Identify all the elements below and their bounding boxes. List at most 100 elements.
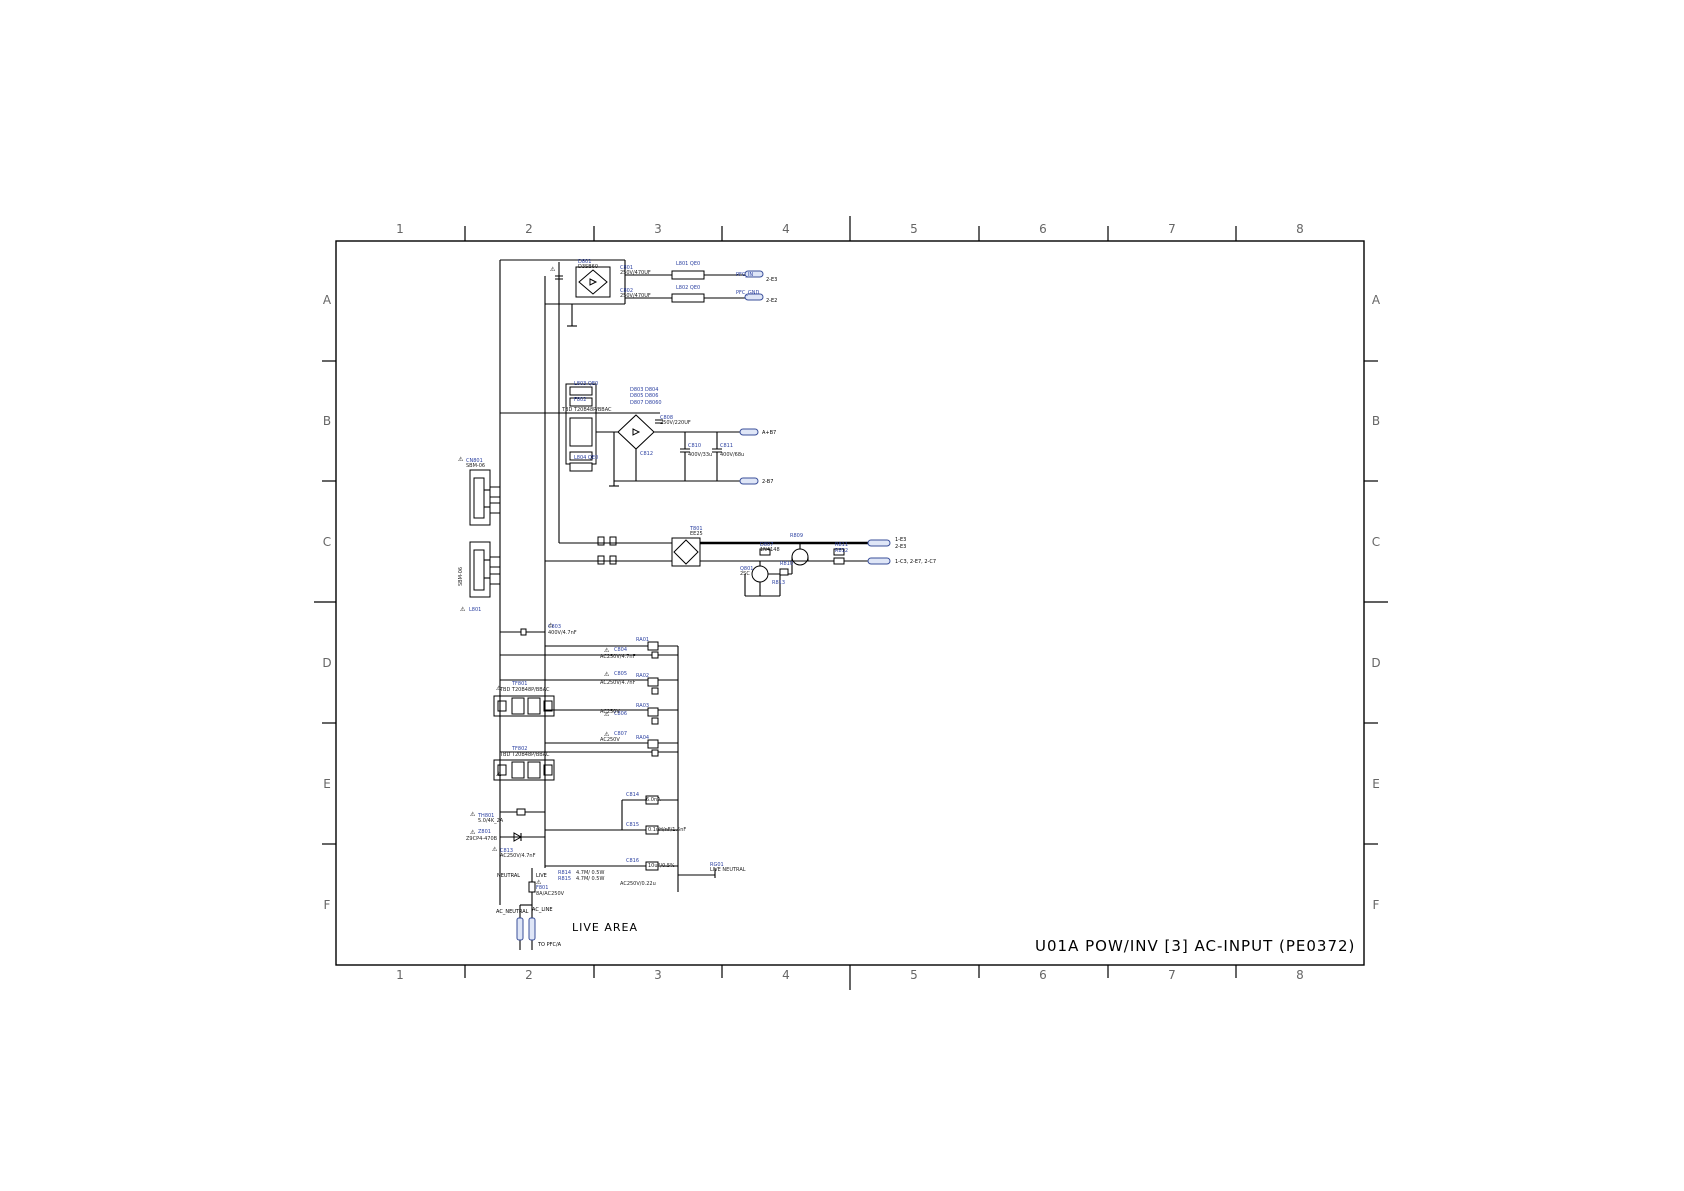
svg-text:RA03: RA03: [636, 703, 649, 709]
warning-icon: ⚠: [496, 685, 502, 692]
svg-text:R811: R811: [835, 542, 848, 548]
svg-text:PFC_IN: PFC_IN: [736, 272, 753, 278]
row-labels-left: A B C D E F: [322, 293, 332, 912]
filter-labels: C803 400V/4.7nF ⚠ C804 AC250V/4.7nF ⚠ C8…: [548, 622, 649, 743]
svg-text:C812: C812: [640, 451, 653, 457]
svg-text:L801 QE0: L801 QE0: [676, 261, 700, 267]
svg-text:250V/220UF: 250V/220UF: [660, 420, 691, 426]
col-label-7-bottom: 7: [1168, 968, 1176, 982]
svg-text:C806: C806: [614, 711, 627, 717]
main-buses: [499, 259, 625, 868]
row-label-e-left: E: [323, 777, 331, 791]
svg-text:EE25: EE25: [690, 531, 703, 537]
converter-c-labels: T801 EE25 D807 1N4148 Q801 2SC R810 R809…: [689, 526, 848, 586]
svg-text:AC250V: AC250V: [600, 737, 620, 743]
svg-text:RG01: RG01: [710, 862, 724, 868]
column-ticks-bottom: [464, 965, 1237, 990]
svg-text:C814: C814: [626, 792, 639, 798]
warning-icon: ⚠: [604, 647, 610, 654]
svg-text:AC250V/4.7nF: AC250V/4.7nF: [600, 680, 636, 686]
warning-icon: ⚠: [492, 846, 498, 853]
net-label-c1: 1-E3: [895, 537, 906, 543]
svg-text:D3SB60: D3SB60: [578, 264, 598, 270]
svg-text:CN801: CN801: [466, 458, 483, 464]
column-labels-top: 1 2 3 4 5 6 7 8: [396, 222, 1304, 236]
svg-text:0.1uH/nF/1.5nF: 0.1uH/nF/1.5nF: [648, 827, 686, 833]
svg-text:Z801: Z801: [478, 829, 491, 835]
svg-text:R810: R810: [780, 561, 793, 567]
bridge-top-labels: D801 D3SB60 C801 250V/470UF C802 250V/47…: [550, 259, 759, 299]
area-label: LIVE AREA: [572, 921, 638, 934]
svg-text:TBD T20B48P/BBAC: TBD T20B48P/BBAC: [499, 752, 550, 758]
svg-text:TF802: TF802: [511, 746, 527, 752]
svg-text:TH801: TH801: [477, 813, 494, 819]
svg-text:250V/470UF: 250V/470UF: [620, 293, 651, 299]
svg-text:SBM-06: SBM-06: [458, 567, 464, 586]
ac-inlet-upper: CN801 SBM-06 ⚠: [458, 456, 501, 526]
warning-icon: ⚠: [604, 711, 610, 718]
column-ticks-top: [464, 216, 1237, 241]
svg-text:SBM-06: SBM-06: [466, 463, 485, 469]
svg-text:C805: C805: [614, 671, 627, 677]
col-label-5-bottom: 5: [910, 968, 918, 982]
row-label-f-left: F: [324, 898, 331, 912]
filter-fuses: [647, 641, 659, 757]
bridge-b-labels: L803 QE0 F802 TBD T20B48P/BBAC D803 D804…: [561, 381, 744, 461]
svg-text:2SC: 2SC: [740, 571, 750, 577]
svg-text:T801: T801: [689, 526, 703, 532]
svg-text:PFC_GND: PFC_GND: [736, 290, 759, 296]
warning-icon: ⚠: [460, 606, 466, 613]
row-label-e-right: E: [1372, 777, 1380, 791]
net-label-a2: 2-E2: [766, 298, 777, 304]
svg-text:400V/4.7nF: 400V/4.7nF: [548, 630, 577, 636]
svg-text:10uF/0.5%: 10uF/0.5%: [648, 863, 675, 869]
svg-text:AC250V/0.22u: AC250V/0.22u: [620, 881, 656, 887]
col-label-4-bottom: 4: [782, 968, 790, 982]
svg-text:C811: C811: [720, 443, 733, 449]
svg-text:C807: C807: [614, 731, 627, 737]
svg-text:250V/470UF: 250V/470UF: [620, 270, 651, 276]
svg-text:AC250V: AC250V: [600, 709, 620, 715]
col-label-6-top: 6: [1039, 222, 1047, 236]
warning-icon: ⚠: [604, 731, 610, 738]
svg-text:F801: F801: [536, 885, 548, 891]
bridge-top-ports: 2-E3 2-E2: [744, 270, 777, 304]
svg-text:D803 D804: D803 D804: [630, 387, 658, 393]
row-label-d-right: D: [1371, 656, 1380, 670]
col-label-2-top: 2: [525, 222, 533, 236]
warning-icon: ⚠: [604, 671, 610, 678]
net-label-to-pfc: TO PFC/A: [537, 942, 562, 948]
col-label-3-top: 3: [654, 222, 662, 236]
row-label-b-right: B: [1372, 414, 1380, 428]
svg-text:LIVE NEUTRAL: LIVE NEUTRAL: [710, 867, 746, 873]
svg-text:Q801: Q801: [740, 566, 753, 572]
svg-text:D807 D8060: D807 D8060: [630, 400, 662, 406]
svg-text:L802 QE0: L802 QE0: [676, 285, 700, 291]
svg-text:RA01: RA01: [636, 637, 649, 643]
net-label-ac-line: AC_LINE: [532, 907, 552, 913]
svg-text:RA04: RA04: [636, 735, 649, 741]
svg-text:R809: R809: [790, 533, 803, 539]
net-label-b2: 2-B7: [762, 479, 773, 485]
svg-text:C813: C813: [500, 848, 513, 854]
row-label-b-left: B: [323, 414, 331, 428]
row-label-a-right: A: [1372, 293, 1381, 307]
warning-icon: ⚠: [470, 829, 476, 836]
svg-text:400V/33u: 400V/33u: [688, 452, 712, 458]
svg-text:1N4148: 1N4148: [760, 547, 780, 553]
bridge-b-ports: A+B7 2-B7: [739, 428, 776, 485]
svg-text:AC250V/4.7nF: AC250V/4.7nF: [600, 654, 636, 660]
svg-text:D807: D807: [760, 542, 773, 548]
net-label-c1b: 2-E3: [895, 544, 906, 550]
drawing-frame: [335, 240, 1365, 966]
lower-components: TH801 5.0/4K_2A ⚠ Z801 Z9CP4-470B ⚠ C813…: [466, 792, 746, 887]
ac-inlet-lower: L801 SBM-06 ⚠: [458, 541, 501, 613]
sheet-title: U01A POW/INV [3] AC-INPUT (PE0372): [1035, 937, 1355, 955]
col-label-8-top: 8: [1296, 222, 1304, 236]
svg-text:8A/AC250V: 8A/AC250V: [536, 891, 565, 897]
col-label-4-top: 4: [782, 222, 790, 236]
warning-icon: ⚠: [496, 771, 502, 778]
row-label-a-left: A: [323, 293, 332, 307]
bridge-rectifier-b: [500, 383, 740, 487]
